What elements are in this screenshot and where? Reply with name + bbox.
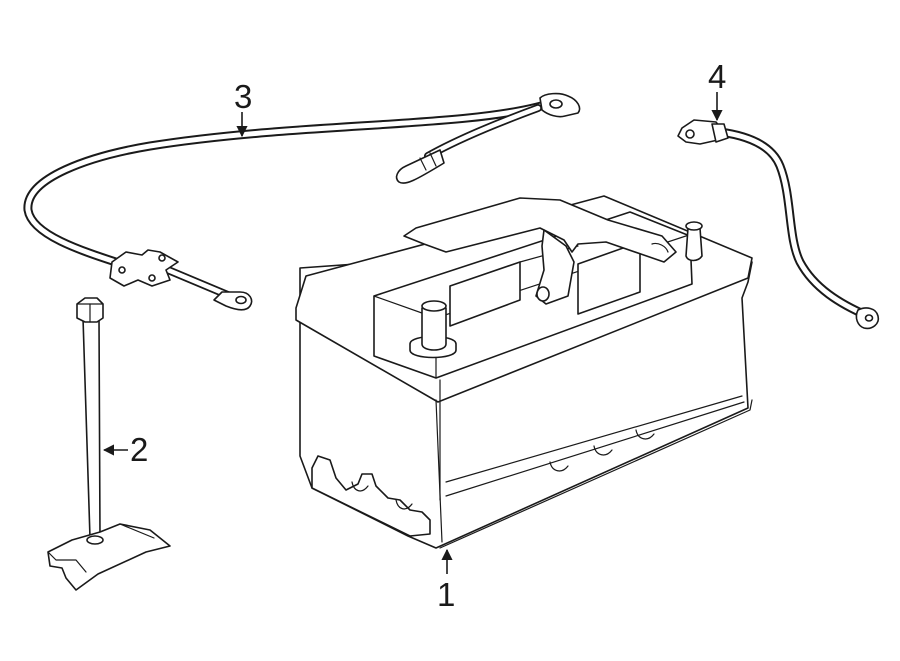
- callout-label-4: 4: [708, 58, 726, 95]
- negative-cable: [677, 119, 880, 330]
- positive-cable: [23, 92, 581, 311]
- callout-label-2: 2: [130, 431, 148, 468]
- hold-down: [47, 297, 171, 591]
- callout-label-3: 3: [234, 78, 252, 115]
- battery: [295, 195, 753, 549]
- callout-label-1: 1: [437, 576, 455, 613]
